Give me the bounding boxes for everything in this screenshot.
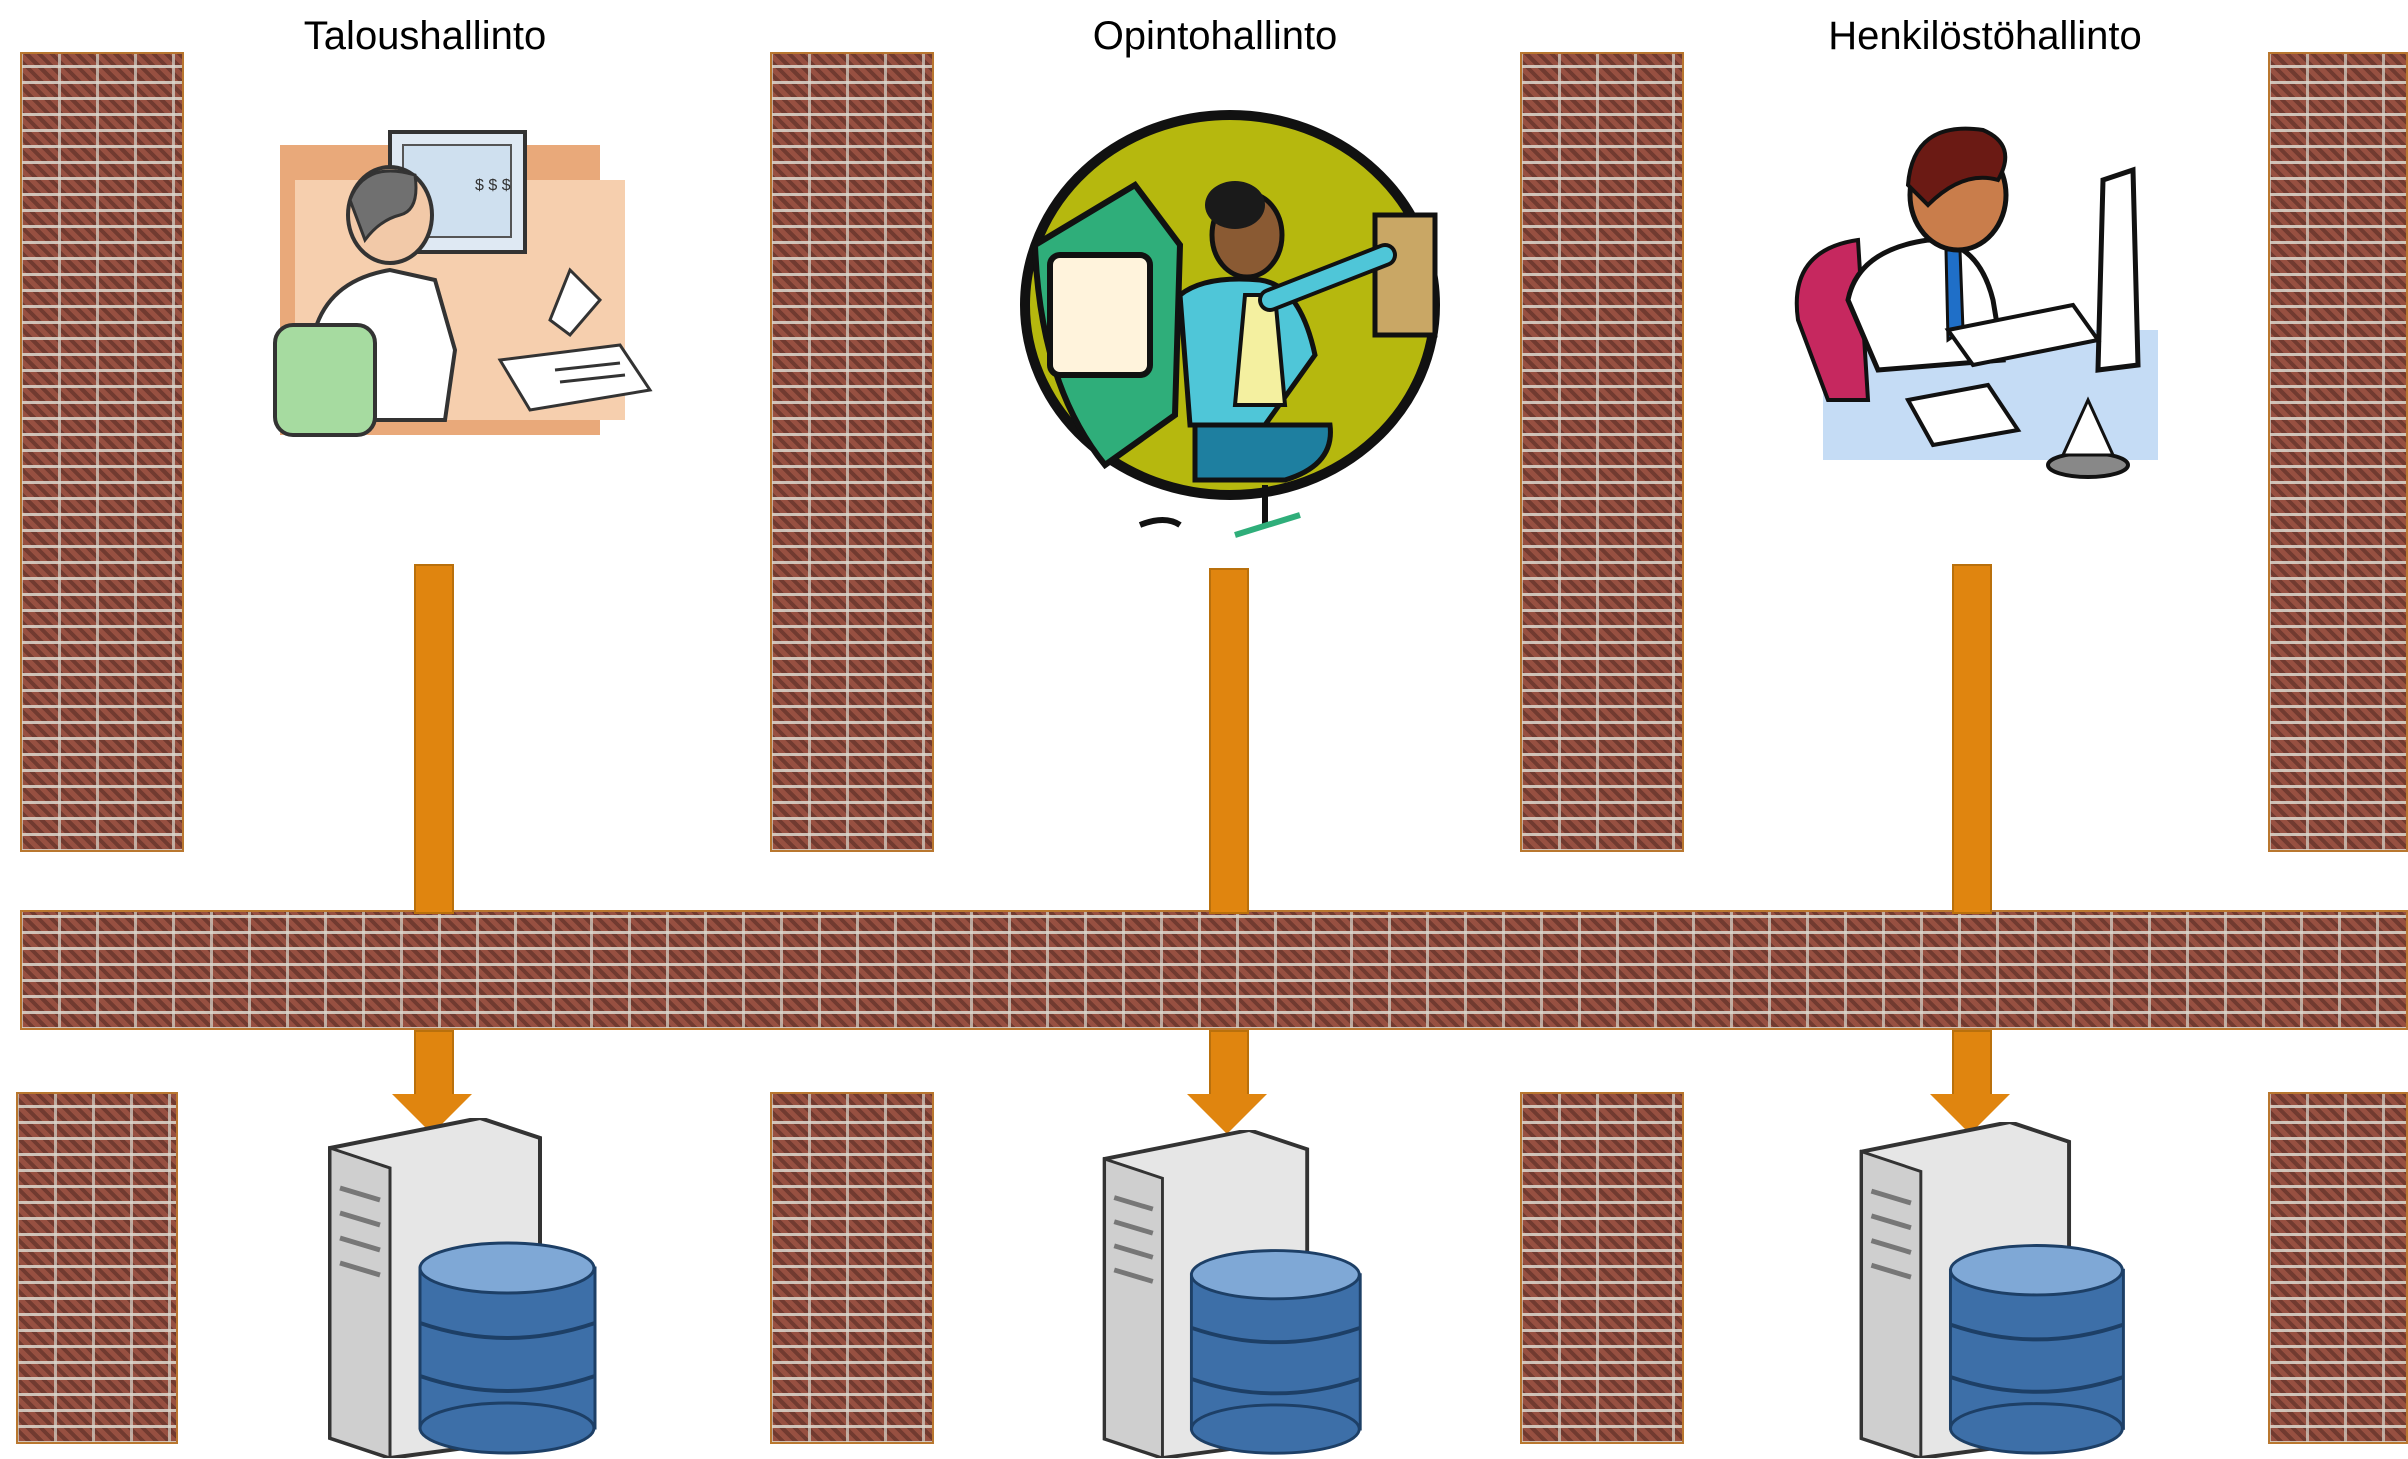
brick-wall-upper-4 bbox=[2268, 52, 2408, 852]
hr-clerk-at-desk-illustration bbox=[1794, 126, 2158, 479]
department-title-opintohallinto: Opintohallinto bbox=[1092, 14, 1338, 58]
brick-wall-upper-2 bbox=[770, 52, 934, 852]
arrow-shaft-upper-2 bbox=[1209, 568, 1249, 914]
brick-wall-horizontal bbox=[20, 910, 2408, 1030]
arrow-shaft-upper-1 bbox=[414, 564, 454, 914]
database-server-icon-1 bbox=[328, 1118, 597, 1458]
brick-wall-lower-2 bbox=[770, 1092, 934, 1444]
arrow-shaft-lower-2 bbox=[1209, 1030, 1249, 1096]
database-server-icon-2 bbox=[1102, 1130, 1362, 1458]
department-title-taloushallinto: Taloushallinto bbox=[303, 14, 547, 58]
brick-wall-upper-1 bbox=[20, 52, 184, 852]
brick-wall-lower-4 bbox=[2268, 1092, 2408, 1444]
student-office-worker-illustration bbox=[1020, 110, 1440, 538]
department-title-henkilostohallinto: Henkilöstöhallinto bbox=[1828, 14, 2142, 58]
arrow-shaft-lower-1 bbox=[414, 1030, 454, 1096]
arrow-shaft-upper-3 bbox=[1952, 564, 1992, 914]
accountant-at-computer-illustration: $ $ $ bbox=[273, 130, 653, 437]
brick-wall-lower-3 bbox=[1520, 1092, 1684, 1444]
database-server-icon-3 bbox=[1859, 1122, 2125, 1458]
brick-wall-upper-3 bbox=[1520, 52, 1684, 852]
brick-wall-lower-1 bbox=[16, 1092, 178, 1444]
arrow-head-2 bbox=[1187, 1094, 1267, 1134]
arrow-shaft-lower-3 bbox=[1952, 1030, 1992, 1096]
svg-text:$ $ $: $ $ $ bbox=[475, 177, 511, 194]
